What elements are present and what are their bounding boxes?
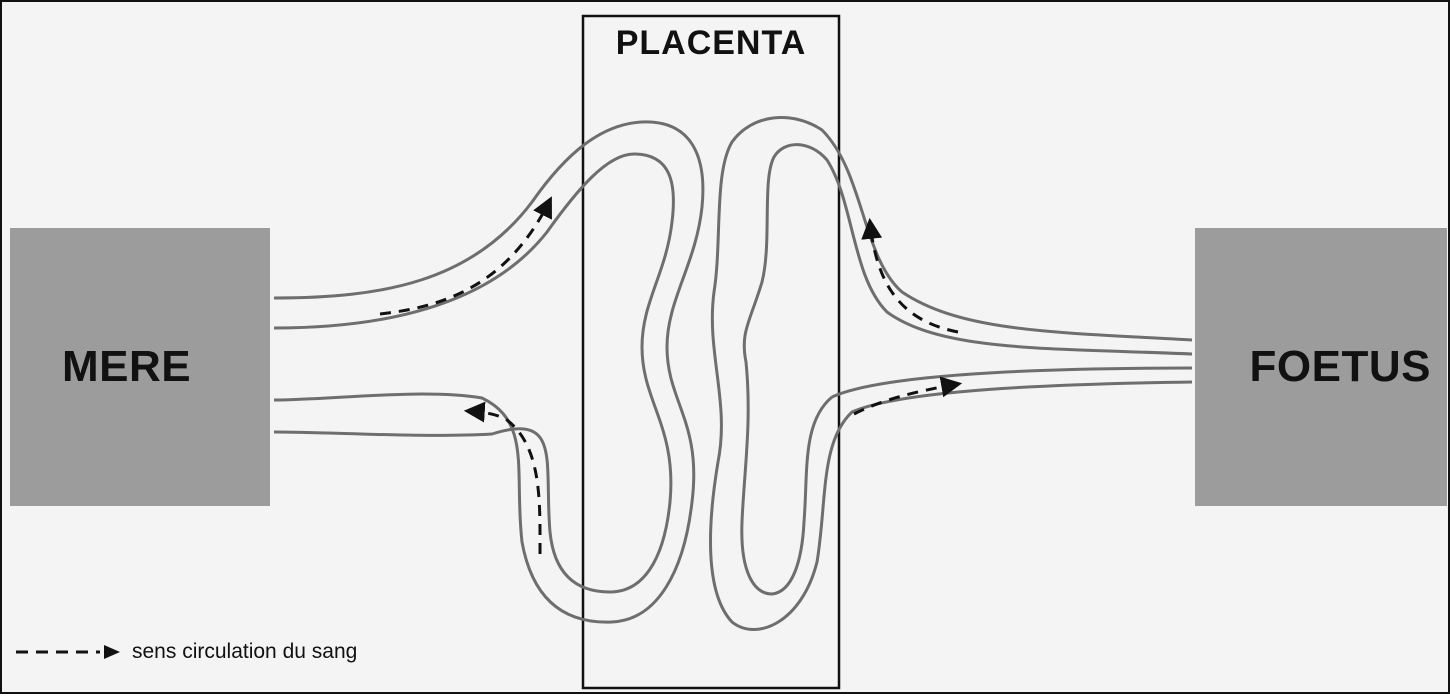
fetal-vessel-outer-wall	[710, 118, 1192, 630]
legend-text: sens circulation du sang	[132, 640, 357, 664]
dashed-arrow-icon	[14, 642, 124, 662]
maternal-vessel-inner-wall	[274, 154, 673, 592]
placenta-label: PLACENTA	[583, 24, 839, 63]
legend: sens circulation du sang	[14, 636, 357, 668]
flow-arrow-maternal-out	[468, 411, 540, 554]
maternal-vessel-outer-wall	[274, 122, 703, 622]
placenta-frame	[583, 16, 839, 688]
flow-arrow-fetal-out	[870, 222, 958, 332]
